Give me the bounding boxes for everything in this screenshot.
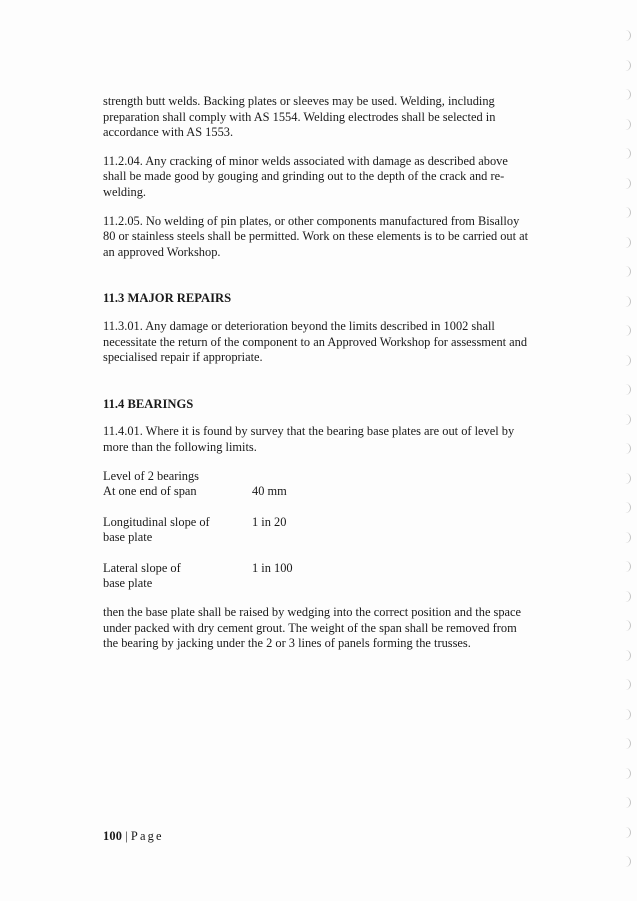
binding-hole [622,177,631,189]
binding-hole [622,384,631,395]
paragraph-11-2-04: 11.2.04. Any cracking of minor welds ass… [103,153,508,199]
page-footer: 100|Page [103,829,164,844]
binding-hole [622,236,631,248]
binding-hole [622,266,631,277]
limit-label-line: base plate [103,530,153,545]
binding-hole [622,738,631,749]
binding-hole [622,30,631,41]
binding-hole [622,826,631,838]
limit-value: 1 in 20 [252,514,287,529]
paragraph-welding-standards: strength butt welds. Backing plates or s… [103,94,496,140]
heading-bearings: 11.4 BEARINGS [103,396,194,411]
limit-row: Longitudinal slope of base plate 1 in 20 [103,515,533,546]
limit-label: Level of 2 bearings At one end of span [103,469,252,500]
footer-separator: | [125,829,128,843]
binding-hole [622,295,631,307]
limit-value: 1 in 100 [252,560,293,575]
binding-hole [622,207,631,218]
paragraph-base-plate-remedy: then the base plate shall be raised by w… [103,605,522,651]
binding-hole [622,856,631,867]
limit-label-line: Longitudinal slope of [103,514,210,529]
page-body: strength butt welds. Backing plates or s… [103,94,533,665]
binding-hole [622,797,631,808]
paragraph-11-4-01: 11.4.01. Where it is found by survey tha… [103,424,515,454]
heading-major-repairs: 11.3 MAJOR REPAIRS [103,291,232,306]
binding-holes [613,30,637,890]
limit-label-line: Lateral slope of [103,560,181,575]
binding-hole [622,118,631,130]
limit-label-line: At one end of span [103,484,197,499]
binding-hole [622,620,631,631]
binding-hole [622,708,631,720]
limit-label: Longitudinal slope of base plate [103,515,252,546]
bearing-limits-table: Level of 2 bearings At one end of span 4… [103,469,533,593]
binding-hole [622,59,631,71]
paragraph-11-2-05: 11.2.05. No welding of pin plates, or ot… [103,213,529,259]
binding-hole [622,502,631,513]
binding-hole [622,679,631,690]
binding-hole [622,767,631,779]
binding-hole [622,531,631,543]
paragraph-11-3-01: 11.3.01. Any damage or deterioration bey… [103,318,528,365]
limit-row: Level of 2 bearings At one end of span 4… [103,469,533,500]
binding-hole [622,325,631,336]
limit-row: Lateral slope of base plate 1 in 100 [103,561,533,592]
limit-value: 40 mm [252,484,287,499]
binding-hole [622,590,631,602]
binding-hole [622,443,631,454]
limit-label: Lateral slope of base plate [103,561,252,592]
limit-label-line: Level of 2 bearings [103,468,199,483]
binding-hole [622,148,631,159]
page-label: Page [130,829,164,843]
binding-hole [622,472,631,484]
binding-hole [622,89,631,100]
binding-hole [622,413,631,425]
limit-label-line: base plate [103,576,153,591]
binding-hole [622,561,631,572]
binding-hole [622,649,631,661]
page-number: 100 [103,829,123,843]
binding-hole [622,354,631,366]
